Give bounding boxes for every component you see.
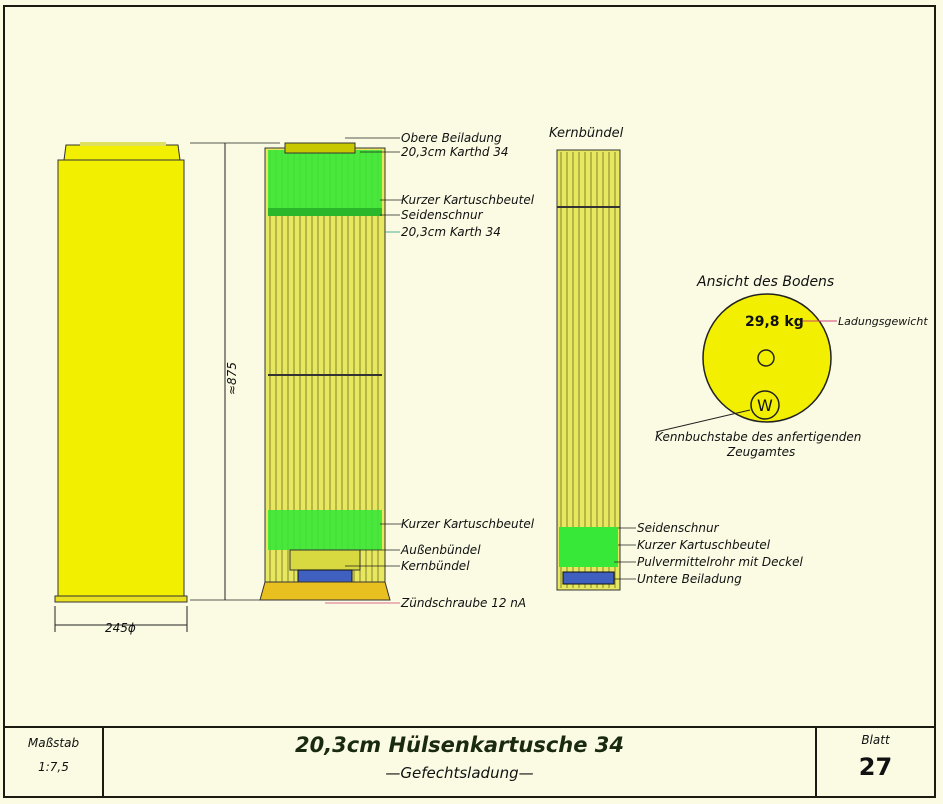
callout-label: Kernbündel	[401, 559, 470, 573]
callout-label: 20,3cm Karthd 34	[401, 145, 509, 159]
arsenal-letter: W	[757, 396, 773, 415]
callout-label: Kurzer Kartuschbeutel	[401, 193, 535, 207]
scale-value: 1:7,5	[38, 760, 69, 774]
weight-label: Ladungsgewicht	[838, 315, 928, 328]
core-bundle	[556, 149, 621, 591]
callout-label: Kurzer Kartuschbeutel	[637, 538, 771, 552]
callout-label: Seidenschnur	[637, 521, 720, 535]
callout-label: Außenbündel	[400, 543, 481, 557]
cartridge-exterior	[54, 142, 188, 632]
callout-label: 20,3cm Karth 34	[401, 225, 501, 239]
drawing-frame	[3, 5, 936, 798]
base-view	[655, 293, 837, 433]
drawing-subtitle: —Gefechtsladung—	[385, 764, 534, 782]
callout-label: Seidenschnur	[401, 208, 484, 222]
diameter-dimension: 245ϕ	[105, 621, 136, 635]
scale-label: Maßstab	[27, 736, 80, 750]
letter-label-1: Kennbuchstabe des anfertigenden	[655, 430, 861, 444]
sheet-number: 27	[858, 753, 893, 781]
sheet-label: Blatt	[861, 733, 890, 747]
core-title: Kernbündel	[549, 126, 624, 141]
base-view-title: Ansicht des Bodens	[696, 274, 834, 290]
drawing-title: 20,3cm Hülsenkartusche 34	[294, 733, 625, 757]
height-dimension: ≈875	[225, 362, 239, 395]
callout-label: Obere Beiladung	[401, 131, 502, 145]
callout-label: Kurzer Kartuschbeutel	[401, 517, 535, 531]
callout-label: Pulvermittelrohr mit Deckel	[637, 555, 803, 569]
letter-label-2: Zeugamtes	[726, 445, 795, 459]
callout-label: Untere Beiladung	[637, 572, 742, 586]
callout-label: Zündschraube 12 nA	[400, 596, 526, 610]
cartridge-section	[259, 142, 391, 601]
charge-weight: 29,8 kg	[745, 314, 804, 330]
